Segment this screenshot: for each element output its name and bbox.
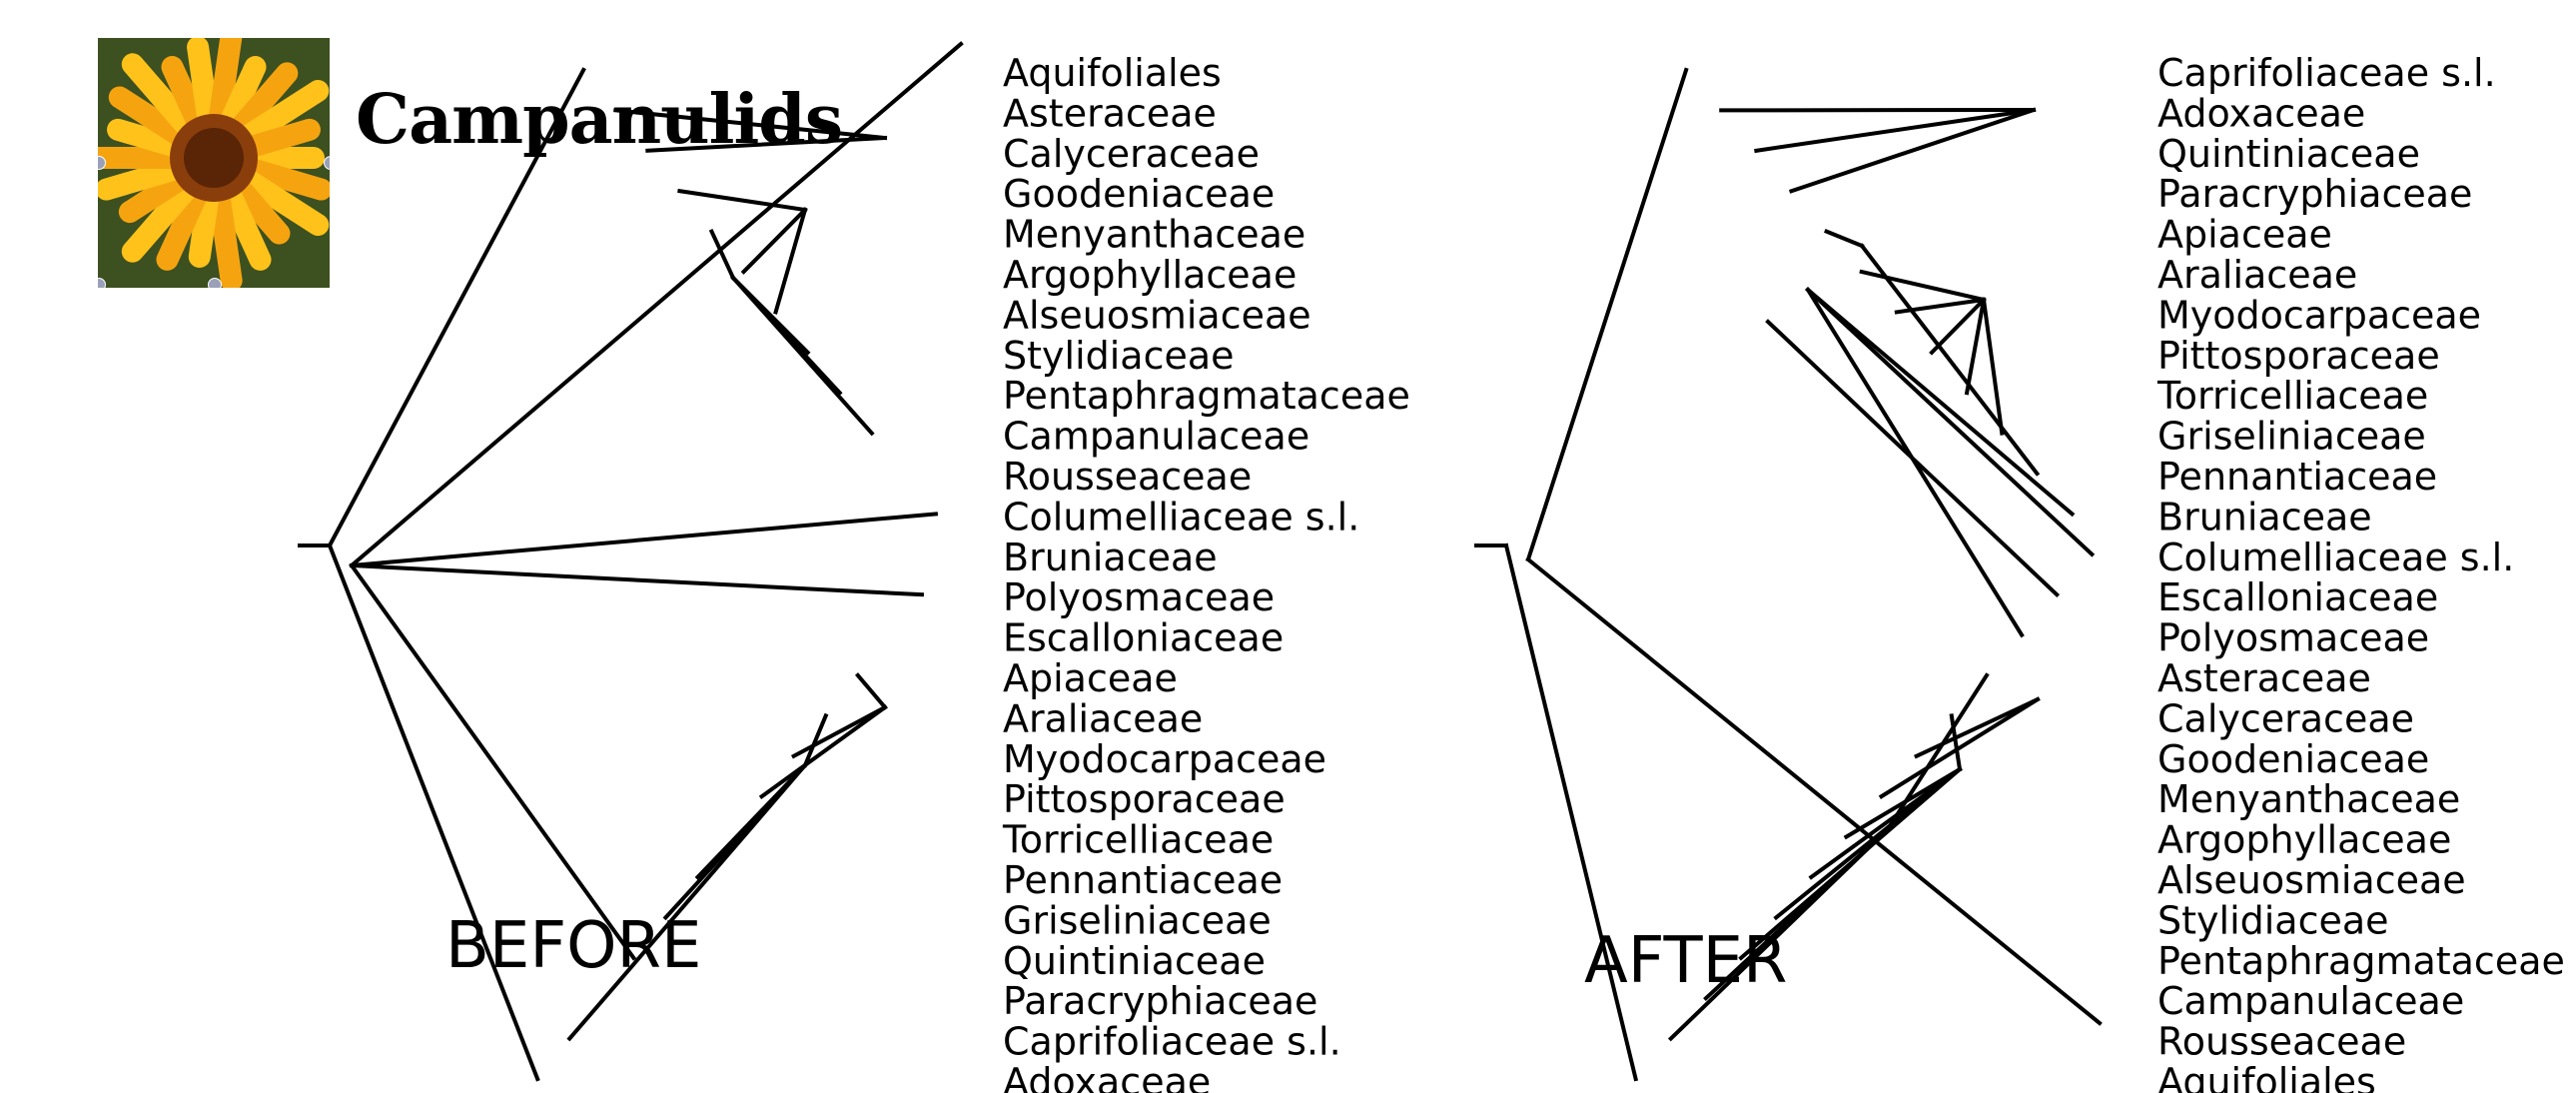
taxon-label: Pittosporaceae — [1003, 777, 1286, 821]
taxon-label: Campanulaceae — [1003, 415, 1309, 459]
taxon-label: Adoxaceae — [1003, 1060, 1211, 1093]
tree-branch — [665, 765, 805, 917]
taxon-label: Rousseaceae — [2157, 1020, 2406, 1064]
taxon-label: Escalloniaceae — [2157, 575, 2438, 619]
tree-branch — [1827, 232, 1862, 246]
taxon-label: Araliaceae — [2157, 253, 2357, 297]
before-label: BEFORE — [445, 909, 701, 983]
taxon-label: Pentaphragmataceae — [2157, 939, 2565, 983]
taxon-label: Pennantiaceae — [1003, 858, 1283, 902]
taxon-label: Polyosmaceae — [1003, 575, 1275, 619]
tree-branch — [1808, 290, 2092, 554]
taxon-label: Pentaphragmataceae — [1003, 374, 1410, 418]
taxon-label: Stylidiaceae — [1003, 334, 1235, 378]
tree-branch — [1888, 675, 1987, 829]
taxon-label: Calyceraceae — [1003, 132, 1260, 176]
taxon-label: Griseliniaceae — [2157, 415, 2426, 459]
tree-branch — [330, 546, 537, 1079]
taxon-label: Columelliaceae s.l. — [2157, 536, 2514, 579]
taxon-label: Myodocarpaceae — [2157, 293, 2481, 337]
sunflower-icon — [98, 38, 330, 288]
tree-branch — [352, 565, 633, 958]
taxon-label: Asteraceae — [1003, 91, 1217, 135]
after-label: AFTER — [1584, 924, 1787, 998]
taxon-label: Goodeniaceae — [2157, 737, 2429, 781]
taxon-label: Calyceraceae — [2157, 696, 2414, 740]
taxon-label: Torricelliaceae — [2156, 374, 2428, 418]
taxon-label: Apiaceae — [1003, 656, 1178, 700]
taxon-label: Goodeniaceae — [1003, 172, 1275, 216]
taxon-label: Caprifoliaceae s.l. — [1003, 1020, 1341, 1064]
taxon-label: Quintiniaceae — [1003, 939, 1266, 983]
sunflower-photo-icon — [98, 38, 330, 288]
tree-branch — [1528, 70, 1686, 559]
tree-branch — [1756, 110, 2034, 151]
tree-branch — [1862, 272, 1984, 300]
taxon-label: Myodocarpaceae — [1003, 737, 1326, 781]
taxon-label: Pittosporaceae — [2157, 334, 2440, 378]
taxon-label: Campanulaceae — [2157, 979, 2464, 1023]
taxon-label: Argophyllaceae — [2157, 818, 2451, 862]
taxon-label: Araliaceae — [1003, 696, 1203, 740]
tree-branch — [794, 707, 885, 756]
taxon-label: Quintiniaceae — [2157, 132, 2420, 176]
taxon-label: Caprifoliaceae s.l. — [2157, 51, 2496, 95]
taxon-label: Stylidiaceae — [2157, 898, 2389, 942]
taxon-label: Bruniaceae — [2157, 495, 2372, 539]
tree-branch — [1506, 546, 1636, 1079]
taxon-label: Apiaceae — [2157, 213, 2332, 257]
taxon-label: Paracryphiaceae — [1003, 979, 1317, 1023]
taxon-label: Menyanthaceae — [2157, 777, 2460, 821]
tree-branch — [352, 565, 922, 594]
tree-branch — [1808, 290, 2073, 514]
tree-branch — [1811, 769, 1960, 877]
taxon-label: Aquifoliales — [2157, 1060, 2376, 1093]
taxon-label: Polyosmaceae — [2157, 616, 2429, 660]
taxon-label: Menyanthaceae — [1003, 213, 1305, 257]
taxon-label: Griseliniaceae — [1003, 898, 1272, 942]
tree-branch — [733, 278, 808, 353]
page-title: Campanulids — [356, 80, 842, 160]
resize-handle-icon — [208, 278, 222, 288]
tree-branch — [1917, 699, 2038, 756]
tree-branch — [858, 675, 885, 707]
taxon-label: Argophyllaceae — [1003, 253, 1296, 297]
tree-branch — [1882, 699, 2038, 796]
taxon-label: Columelliaceae s.l. — [1003, 495, 1359, 539]
taxon-label: Asteraceae — [2157, 656, 2371, 700]
taxon-label: Alseuosmiaceae — [1003, 293, 1311, 337]
tree-branch — [352, 514, 936, 565]
taxon-label: Bruniaceae — [1003, 536, 1218, 579]
taxon-label: Paracryphiaceae — [2157, 172, 2472, 216]
taxon-label: Rousseaceae — [1003, 455, 1252, 499]
taxon-label: Adoxaceae — [2157, 91, 2365, 135]
taxon-label: Escalloniaceae — [1003, 616, 1284, 660]
taxon-label: Alseuosmiaceae — [2157, 858, 2466, 902]
taxon-label: Torricelliaceae — [1002, 818, 1274, 862]
tree-branch — [1791, 110, 2034, 191]
taxon-label: Pennantiaceae — [2157, 455, 2437, 499]
taxon-label: Aquifoliales — [1003, 51, 1222, 95]
